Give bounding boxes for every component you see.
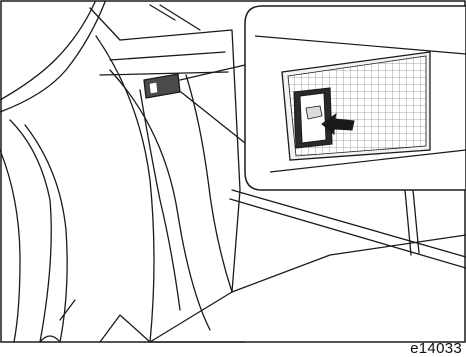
callout-bubble [245,6,466,190]
figure-reference-code: e14033 [410,341,462,356]
